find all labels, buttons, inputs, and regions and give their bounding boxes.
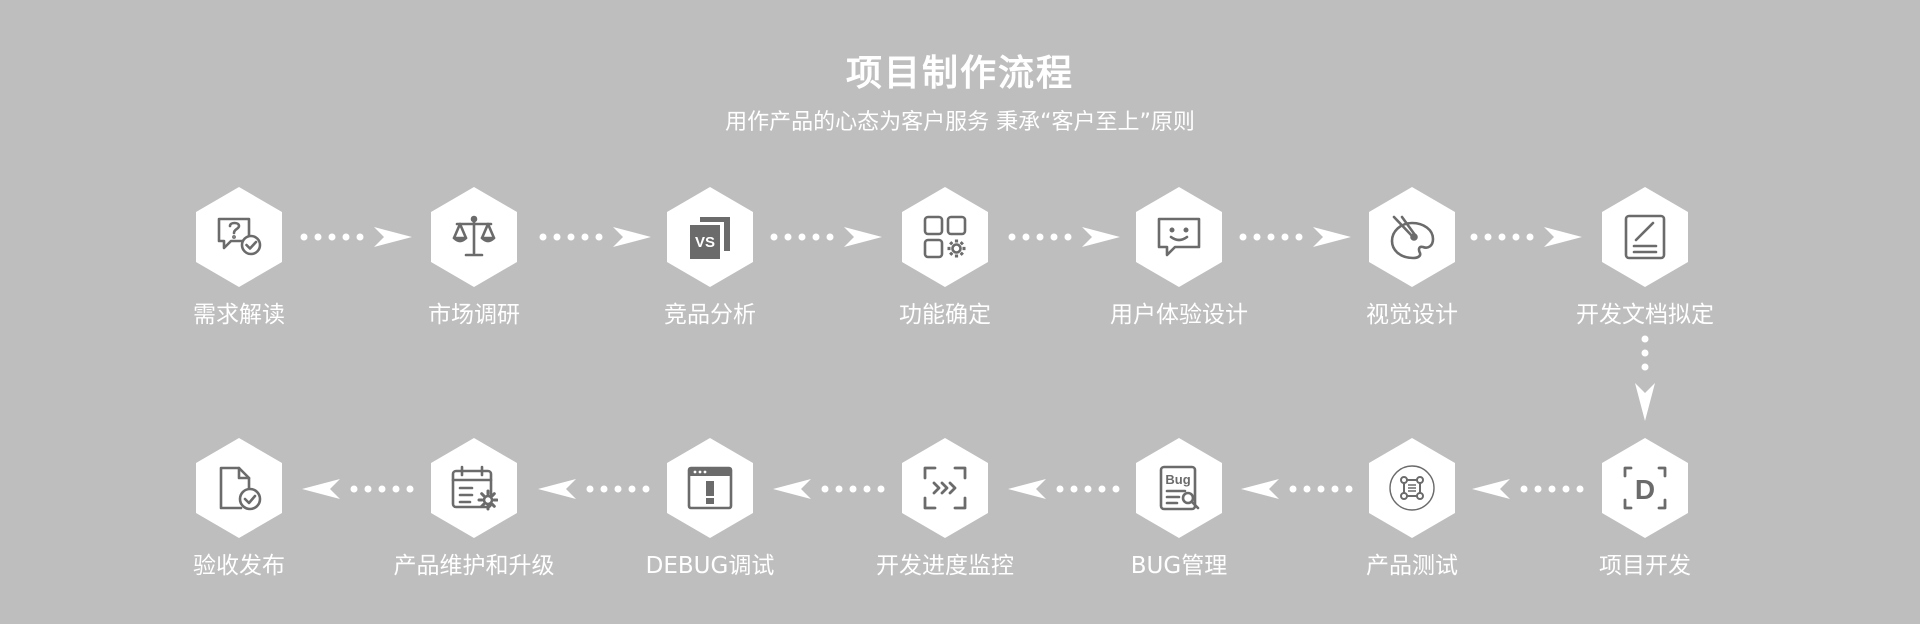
step-label: 项目开发 [1599, 553, 1691, 579]
progress-scan-icon [923, 466, 967, 510]
file-check-icon [219, 466, 262, 511]
code-d-icon: D [1623, 466, 1667, 510]
arrow-left [538, 479, 650, 499]
warning-window-icon [687, 466, 733, 510]
arrow-left [302, 479, 414, 499]
arrow-right [300, 227, 412, 247]
hexagon-badge [1136, 438, 1222, 538]
hexagon-badge [196, 187, 282, 287]
hexagon-badge [1602, 438, 1688, 538]
calendar-gear-icon [451, 465, 498, 511]
step-label: 用户体验设计 [1110, 302, 1248, 328]
balance-scale-icon [452, 215, 496, 257]
hexagon-badge [1602, 187, 1688, 287]
page-subtitle: 用作产品的心态为客户服务 秉承“客户至上”原则 [725, 110, 1195, 135]
arrow-left [1241, 479, 1353, 499]
arrow-right [1470, 227, 1582, 247]
step-label: 开发文档拟定 [1576, 302, 1714, 328]
step-label: 验收发布 [193, 553, 285, 579]
arrow-right [1008, 227, 1120, 247]
hexagon-badge [902, 187, 988, 287]
step-label: 产品测试 [1366, 553, 1458, 579]
step-label: 市场调研 [428, 302, 520, 328]
step-label: 功能确定 [899, 302, 991, 328]
step-label: DEBUG调试 [645, 553, 775, 579]
bug-document-icon: Bug [1159, 465, 1200, 511]
arrow-left [1008, 479, 1120, 499]
step-label: 产品维护和升级 [393, 553, 555, 579]
arrow-right [1239, 227, 1351, 247]
page-title: 项目制作流程 [845, 53, 1074, 94]
step-label: 需求解读 [193, 302, 285, 328]
step-label: 视觉设计 [1366, 302, 1458, 328]
d-text: D [1635, 474, 1655, 505]
arrow-down [1635, 335, 1655, 421]
question-chat-icon [217, 217, 262, 256]
hexagon-badge [196, 438, 282, 538]
step-label: BUG管理 [1130, 553, 1228, 579]
vs-cards-icon: VS [690, 217, 730, 259]
step-label: 竞品分析 [664, 302, 756, 328]
arrow-right [539, 227, 651, 247]
document-pen-icon [1624, 214, 1666, 260]
vs-text: VS [695, 234, 715, 251]
arrow-left [1472, 479, 1584, 499]
arrow-right [770, 227, 882, 247]
hexagon-badge [431, 438, 517, 538]
smile-chat-icon [1157, 217, 1201, 257]
grid-gear-icon [923, 215, 967, 259]
palette-brush-icon [1390, 215, 1435, 260]
arrow-left [773, 479, 885, 499]
hexagon-badge [902, 438, 988, 538]
test-node-icon [1389, 465, 1435, 511]
step-label: 开发进度监控 [876, 553, 1014, 579]
hexagon-badge [1136, 187, 1222, 287]
bug-text: Bug [1165, 472, 1190, 487]
